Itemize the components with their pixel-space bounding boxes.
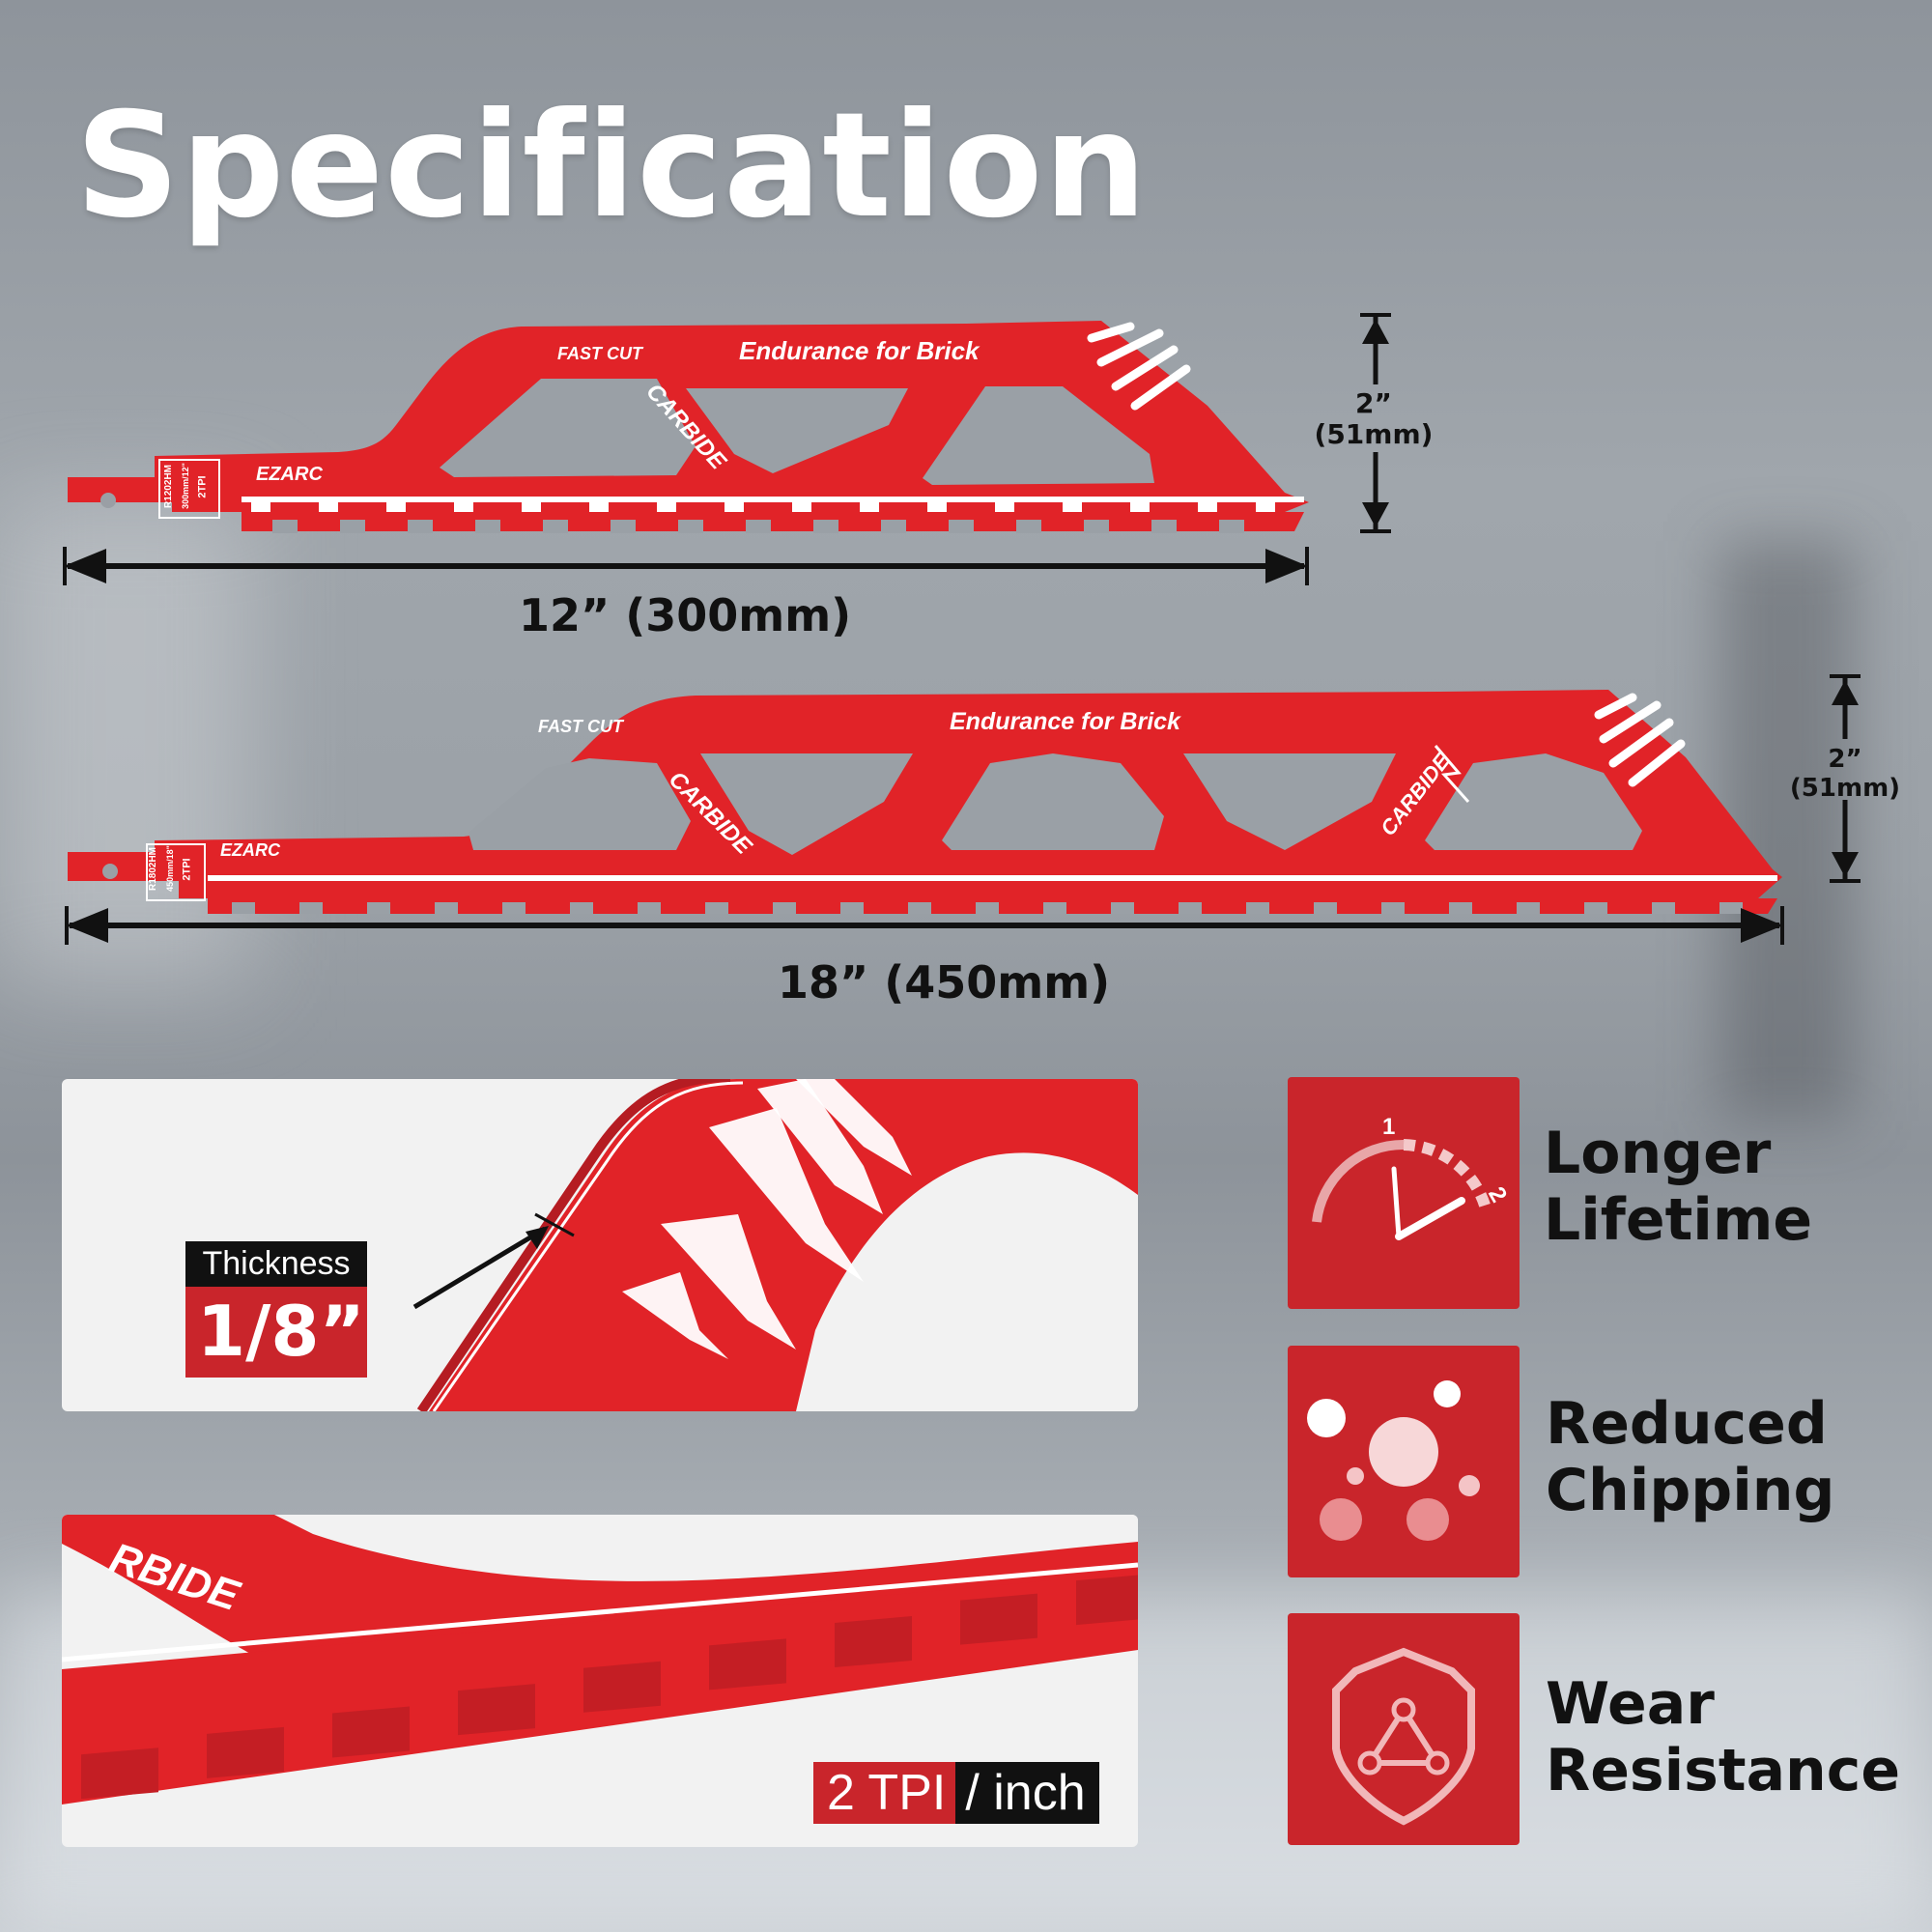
- blade-18-tag-tpi: 2TPI: [181, 858, 193, 881]
- teeth-detail-panel: RBIDE 2 TPI / inch: [62, 1515, 1138, 1847]
- tpi-unit: / inch: [955, 1762, 1099, 1824]
- blade-18-tag-size: 450mm/18": [164, 845, 175, 892]
- blade-18-fast-cut: FAST CUT: [538, 717, 623, 736]
- chips-icon: [1307, 1380, 1480, 1541]
- feature-line2: Chipping: [1546, 1457, 1835, 1524]
- tpi-badge: 2 TPI / inch: [813, 1762, 1099, 1824]
- feature-tile-longer-lifetime: 1 2: [1288, 1077, 1520, 1309]
- feature-text-reduced-chipping: Reduced Chipping: [1546, 1391, 1834, 1524]
- blade-18-height-inches: 2”: [1828, 745, 1862, 774]
- blade-12-inch: FAST CUT Endurance for Brick CARBIDE EZA…: [0, 0, 1932, 641]
- gauge-icon: [1312, 1139, 1492, 1240]
- blade-12-slogan: Endurance for Brick: [739, 336, 980, 365]
- blade-12-height-label: 2” (51mm): [1306, 387, 1441, 451]
- feature-line1: Longer: [1544, 1120, 1772, 1187]
- blade-18-lightning-icon: [1434, 745, 1470, 803]
- thickness-blade-closeup: [412, 1079, 1138, 1411]
- blade-18-brand: EZARC: [220, 840, 280, 860]
- tpi-value: 2 TPI: [813, 1762, 956, 1824]
- blade-18-slogan: Endurance for Brick: [950, 708, 1180, 735]
- feature-line2: Lifetime: [1544, 1186, 1813, 1254]
- thickness-claw-icon: [622, 1079, 912, 1359]
- gauge-label-1: 1: [1382, 1114, 1396, 1140]
- blade-18-tag-code: R1802HM: [148, 846, 159, 892]
- blade-12-shape: [63, 313, 1391, 585]
- feature-line2: Resistance: [1546, 1737, 1901, 1804]
- blade-12-fast-cut: FAST CUT: [557, 344, 642, 363]
- thickness-badge: Thickness 1/8”: [185, 1241, 367, 1378]
- blade-18-teeth: [232, 902, 1743, 914]
- shield-icon: [1332, 1647, 1475, 1826]
- thickness-label: Thickness: [185, 1241, 367, 1287]
- feature-tile-wear-resistance: [1288, 1613, 1520, 1845]
- teeth-blade-closeup: [62, 1515, 1138, 1804]
- blade-12-brand: EZARC: [256, 464, 323, 485]
- blade-18-height-label: 2” (51mm): [1777, 745, 1913, 804]
- feature-text-wear-resistance: Wear Resistance: [1546, 1671, 1900, 1804]
- thickness-detail-panel: Thickness 1/8”: [62, 1079, 1138, 1411]
- teeth-row: [81, 1575, 1138, 1800]
- blade-12-height-mm: (51mm): [1314, 418, 1434, 451]
- page-title: Specification: [75, 82, 1149, 250]
- blade-18-claw-icon: [1594, 693, 1686, 787]
- blade-18-length-label: 18” (450mm): [778, 956, 1111, 1009]
- feature-line1: Reduced: [1546, 1390, 1828, 1458]
- blade-12-length-label: 12” (300mm): [519, 589, 852, 641]
- thickness-value: 1/8”: [185, 1287, 367, 1378]
- feature-line1: Wear: [1546, 1670, 1715, 1738]
- blade-12-height-inches: 2”: [1355, 387, 1392, 419]
- feature-tile-reduced-chipping: [1288, 1346, 1520, 1577]
- blade-18-height-mm: (51mm): [1789, 773, 1901, 803]
- feature-text-longer-lifetime: Longer Lifetime: [1544, 1121, 1812, 1254]
- blade-18-shape: [65, 674, 1861, 945]
- blade-12-claw-icon: [1087, 322, 1191, 411]
- blade-18-inch: FAST CUT Endurance for Brick CARBIDE CAR…: [65, 674, 1913, 1009]
